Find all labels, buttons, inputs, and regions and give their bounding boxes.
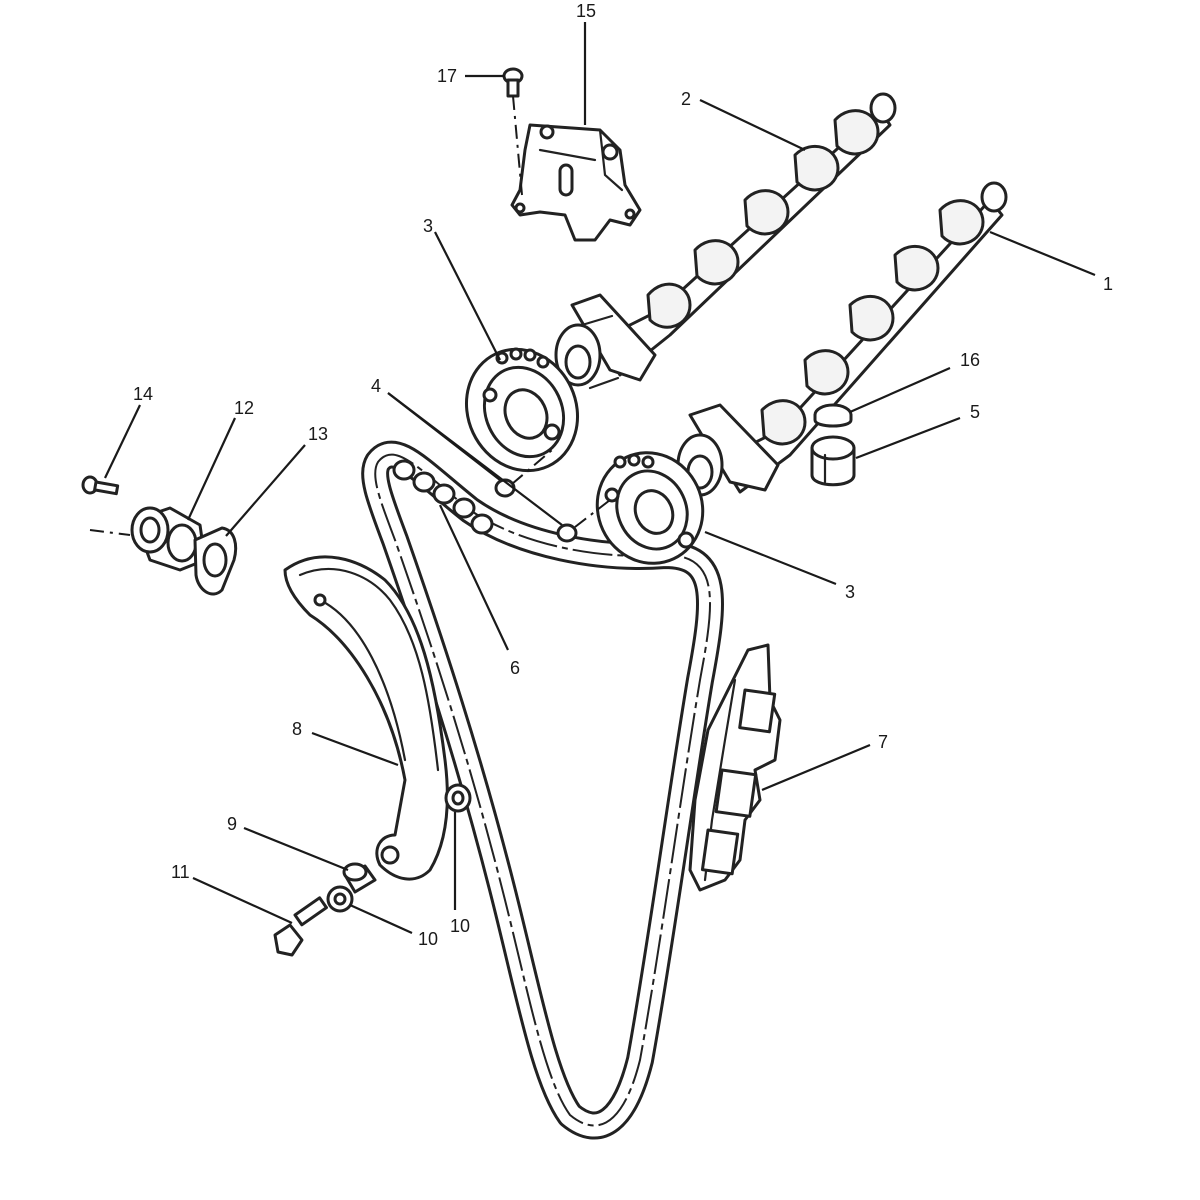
camshaft-bearing-cap [510,123,642,242]
callout-1: 1 [1103,274,1113,294]
callout-3-upper: 3 [423,216,433,236]
callout-6: 6 [510,658,520,678]
callout-15: 15 [576,1,596,21]
callout-14: 14 [133,384,153,404]
callout-8: 8 [292,719,302,739]
sprocket-bolts [494,449,611,543]
callout-5: 5 [970,402,980,422]
chain-tensioner [89,506,207,572]
callout-16: 16 [960,350,980,370]
camshaft-exhaust [554,92,897,390]
callout-17: 17 [437,66,457,86]
callout-11: 11 [171,862,190,882]
callout-12: 12 [234,398,254,418]
guide-washer-lower [326,885,354,913]
tensioner-guide-rail [283,555,449,881]
hydraulic-tappet [810,435,856,487]
callout-2: 2 [681,89,691,109]
bearing-cap-bolt [502,67,524,196]
fixed-guide-rail [688,643,782,892]
tensioner-gasket [193,526,238,596]
timing-chain [361,440,724,1140]
camshaft-sprocket-upper [464,347,580,473]
guide-pivot-washer-upper [444,783,472,813]
callout-3-lower: 3 [845,582,855,602]
callout-labels: 15 17 2 1 3 3 4 16 5 14 12 13 6 8 7 9 11… [133,1,1113,949]
guide-spacer-sleeve [342,862,377,894]
camshaft-plug [813,403,853,428]
leader-lines [104,22,1096,935]
callout-10-lower: 10 [418,929,438,949]
callout-10-upper: 10 [450,916,470,936]
callout-9: 9 [227,814,237,834]
camshaft-sprocket-lower [595,451,705,565]
chain-tensioner-bolt [81,475,120,496]
callout-7: 7 [878,732,888,752]
guide-pivot-bolt [273,896,328,957]
callout-13: 13 [308,424,328,444]
callout-4: 4 [371,376,381,396]
chain-links [392,459,494,535]
